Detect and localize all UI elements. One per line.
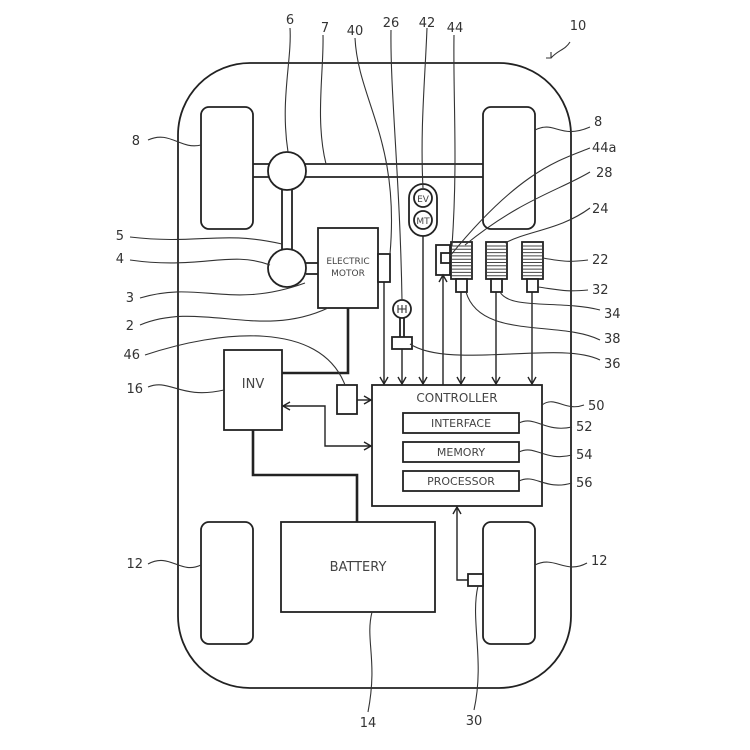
current-sensor-46 bbox=[336, 384, 358, 415]
processor-label: PROCESSOR bbox=[427, 475, 495, 488]
ref-30: 30 bbox=[466, 714, 483, 729]
ref-26: 26 bbox=[383, 16, 400, 31]
ref-6: 6 bbox=[286, 13, 294, 28]
front-wheel-right bbox=[482, 106, 536, 230]
battery-label: BATTERY bbox=[330, 560, 387, 575]
ref-42: 42 bbox=[419, 16, 436, 31]
ref-32: 32 bbox=[592, 283, 609, 298]
electric-motor-label-line2: MOTOR bbox=[331, 269, 365, 279]
ref-14: 14 bbox=[360, 716, 377, 731]
ref-50: 50 bbox=[588, 399, 605, 414]
inverter: INV bbox=[223, 349, 283, 431]
ref-54: 54 bbox=[576, 448, 593, 463]
ref-12-left: 12 bbox=[126, 557, 143, 572]
ref-38: 38 bbox=[604, 332, 621, 347]
ref-3: 3 bbox=[126, 291, 134, 306]
pedal-sensor-34 bbox=[490, 278, 503, 293]
reaction-force-motor bbox=[435, 244, 451, 276]
ref-8-right: 8 bbox=[594, 115, 602, 130]
electric-motor-label-line1: ELECTRIC bbox=[326, 257, 369, 267]
reference-numerals: 6 7 40 26 42 44 10 8 8 44a 28 24 22 32 3… bbox=[116, 13, 621, 731]
rear-wheel-left bbox=[200, 521, 254, 645]
differential bbox=[267, 151, 307, 191]
ref-7: 7 bbox=[321, 21, 329, 36]
ref-2: 2 bbox=[126, 319, 134, 334]
motor-rotation-sensor bbox=[377, 253, 391, 283]
battery: BATTERY bbox=[280, 521, 436, 613]
interface-label: INTERFACE bbox=[431, 417, 491, 430]
motor-output-shaft bbox=[306, 262, 318, 275]
shift-lever bbox=[392, 299, 412, 337]
vehicle-body-outline bbox=[177, 62, 572, 689]
ref-44: 44 bbox=[447, 21, 464, 36]
pedal-sensor-38 bbox=[455, 278, 468, 293]
gearbox bbox=[267, 248, 307, 288]
mt-mode-label: MT bbox=[416, 217, 430, 227]
signal-lines bbox=[281, 236, 537, 581]
pedal-24 bbox=[485, 241, 508, 280]
pedal-28 bbox=[450, 241, 473, 280]
power-lines bbox=[251, 308, 359, 522]
ref-24: 24 bbox=[592, 202, 609, 217]
reaction-force-motor-part-44a bbox=[440, 252, 451, 264]
controller: CONTROLLER INTERFACE MEMORY PROCESSOR bbox=[371, 384, 543, 507]
ref-46: 46 bbox=[123, 348, 140, 363]
ref-56: 56 bbox=[576, 476, 593, 491]
front-wheel-left bbox=[200, 106, 254, 230]
propeller-shaft bbox=[281, 190, 293, 250]
ref-34: 34 bbox=[604, 307, 621, 322]
electric-motor: ELECTRIC MOTOR bbox=[317, 227, 379, 309]
rear-wheel-right bbox=[482, 521, 536, 645]
leader-lines bbox=[129, 27, 601, 713]
ref-12-right: 12 bbox=[591, 554, 608, 569]
ref-36: 36 bbox=[604, 357, 621, 372]
ref-44a: 44a bbox=[592, 141, 617, 156]
ev-mode-label: EV bbox=[417, 195, 430, 205]
pedal-22 bbox=[521, 241, 544, 280]
inverter-label: INV bbox=[242, 377, 265, 392]
ref-16: 16 bbox=[126, 382, 143, 397]
ref-10: 10 bbox=[570, 19, 587, 34]
ref-28: 28 bbox=[596, 166, 613, 181]
ev-mode-button bbox=[413, 188, 433, 208]
mode-switch: EV MT bbox=[408, 183, 438, 237]
ref-8-left: 8 bbox=[132, 134, 140, 149]
ref-4: 4 bbox=[116, 252, 124, 267]
pedal-sensor-32 bbox=[526, 278, 539, 293]
memory-label: MEMORY bbox=[437, 446, 486, 459]
mt-mode-button bbox=[413, 210, 433, 230]
pedal-hatching bbox=[452, 245, 542, 277]
ref-5: 5 bbox=[116, 229, 124, 244]
shift-sensor bbox=[391, 336, 413, 350]
controller-label: CONTROLLER bbox=[416, 391, 497, 405]
ref-52: 52 bbox=[576, 420, 593, 435]
wheel-speed-sensor bbox=[467, 573, 484, 587]
ref-22: 22 bbox=[592, 253, 609, 268]
ref-40: 40 bbox=[347, 24, 364, 39]
